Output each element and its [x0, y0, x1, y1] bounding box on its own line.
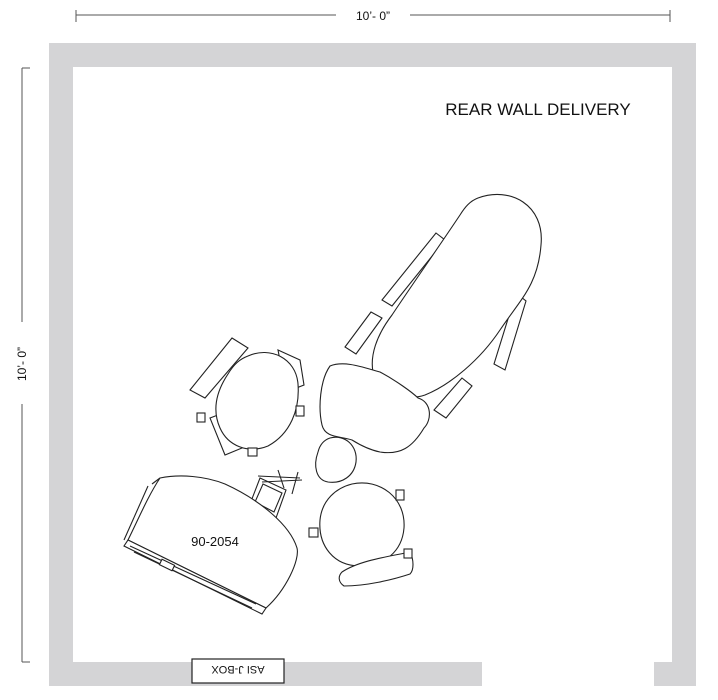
- stool-caster-1: [295, 405, 305, 417]
- chair-left-armrest-lower: [344, 311, 383, 355]
- tray-arm-2: [277, 469, 285, 489]
- j-box-label: ASI J-BOX: [211, 663, 265, 675]
- assistant-stool-armrest: [338, 551, 414, 587]
- assistant-caster-2: [308, 527, 319, 538]
- tray-arm-3: [291, 471, 299, 495]
- assistant-caster-1: [395, 489, 405, 501]
- cabinet-handle: [158, 558, 176, 572]
- room-walls: [49, 43, 696, 686]
- stool-seat: [215, 351, 299, 450]
- chair-right-armrest-lower: [433, 377, 473, 419]
- cabinet-body: [127, 475, 298, 609]
- cabinet-model-label: 90-2054: [191, 534, 239, 549]
- delivery-cabinet: [123, 475, 298, 615]
- stool-caster-2: [247, 447, 258, 457]
- chair-backrest: [319, 363, 430, 454]
- chair-left-armrest-upper: [381, 232, 446, 307]
- patient-chair: [315, 193, 542, 483]
- cabinet-rail-inner: [133, 551, 253, 609]
- assistant-stool-seat: [319, 482, 405, 567]
- width-dimension: [75, 10, 671, 22]
- room-title: REAR WALL DELIVERY: [445, 100, 631, 119]
- cabinet-left-edge: [123, 485, 149, 541]
- height-label: 10’- 0”: [15, 347, 29, 381]
- tray-arm-4: [261, 479, 303, 483]
- stool-caster-3: [196, 412, 206, 423]
- assistant-stool: [308, 482, 414, 587]
- height-dimension: [21, 67, 30, 663]
- stool-back-arm: [189, 337, 249, 399]
- width-label: 10’- 0”: [356, 9, 390, 23]
- tray-arm-1: [257, 475, 301, 479]
- assistant-caster-3: [403, 548, 413, 559]
- doctor-stool: [189, 337, 305, 457]
- cabinet-front-rail: [123, 539, 267, 615]
- cabinet-rail-line: [129, 545, 257, 605]
- chair-headrest: [315, 436, 357, 483]
- j-box: ASI J-BOX: [191, 658, 285, 684]
